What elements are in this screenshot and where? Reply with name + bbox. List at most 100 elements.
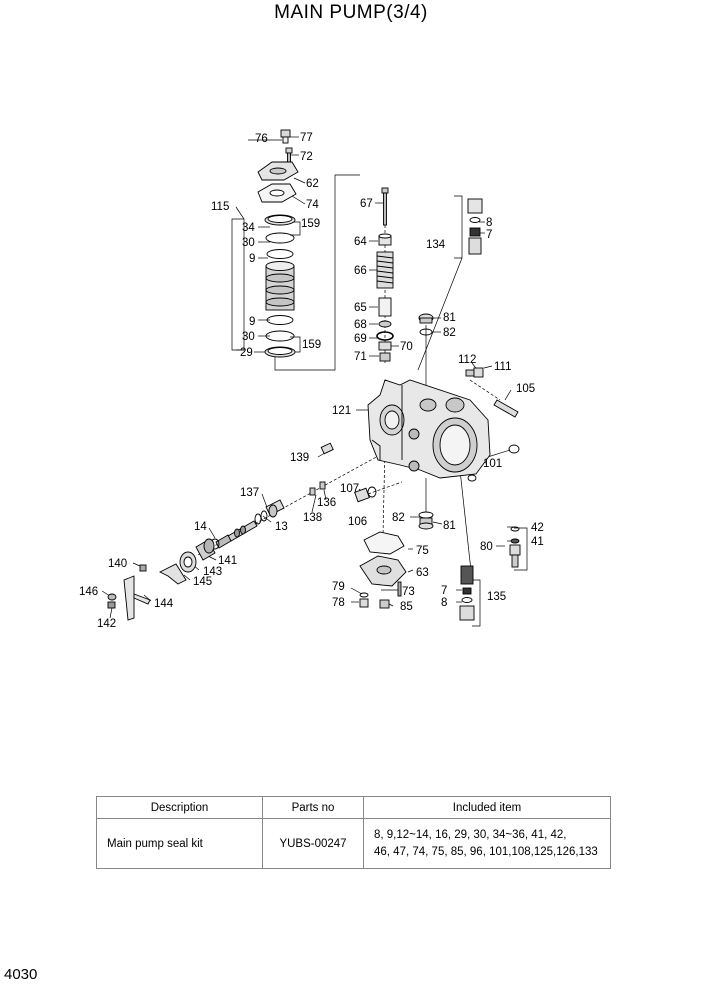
table-row: Main pump seal kit YUBS-00247 8, 9,12~14… (96, 818, 611, 869)
callout-80: 80 (480, 541, 493, 553)
callout-14: 14 (194, 521, 207, 533)
part-9-ring-bottom-icon (266, 315, 294, 325)
part-62-cover-icon (257, 161, 299, 181)
part-138-pin-icon (309, 487, 316, 496)
callout-82-lower: 82 (392, 512, 405, 524)
callout-134: 134 (426, 239, 446, 251)
callout-111: 111 (494, 361, 511, 373)
callout-105: 105 (516, 383, 535, 395)
callout-121: 121 (332, 405, 351, 417)
part-143-gear-icon (179, 551, 197, 573)
part-146-washer-icon (107, 593, 117, 601)
part-29-ring-icon (264, 346, 296, 358)
callout-64: 64 (354, 236, 367, 248)
column-header-parts-no: Parts no (262, 796, 364, 819)
part-145-bracket-icon (158, 563, 187, 585)
part-85-nut-icon (379, 599, 390, 609)
page-title: MAIN PUMP(3/4) (274, 2, 428, 23)
callout-115: 115 (211, 201, 229, 213)
callout-29: 29 (240, 347, 253, 359)
callout-77: 77 (300, 132, 313, 144)
column-header-included-item: Included item (363, 796, 611, 819)
part-81-plug-lower-icon (418, 517, 434, 530)
callout-106: 106 (348, 516, 367, 528)
part-9-ring-top-icon (266, 249, 294, 259)
callout-139: 139 (290, 452, 309, 464)
part-76-plug-icon (280, 129, 291, 144)
callout-34: 34 (242, 222, 255, 234)
callout-63: 63 (416, 567, 429, 579)
cell-parts-no: YUBS-00247 (262, 818, 364, 869)
part-78-plug-icon (359, 598, 369, 608)
part-71-nut-icon (379, 352, 391, 362)
part-81-plug-icon (418, 313, 434, 324)
cell-included-items: 8, 9,12~14, 16, 29, 30, 34~36, 41, 42, 4… (363, 818, 611, 869)
callout-142: 142 (97, 618, 116, 630)
cell-description: Main pump seal kit (96, 818, 263, 869)
part-68-washer-icon (378, 320, 392, 328)
part-66-spring-icon (376, 251, 394, 289)
part-69-oring-icon (376, 331, 394, 341)
part-101-oring-icon (467, 444, 520, 482)
callout-30-top: 30 (242, 237, 255, 249)
callout-79: 79 (332, 581, 345, 593)
part-30-oring-bottom-icon (265, 330, 295, 342)
part-82-oring-icon (419, 328, 433, 336)
part-13-oring-icon (254, 510, 268, 525)
callout-71: 71 (354, 351, 367, 363)
callout-13: 13 (275, 521, 288, 533)
part-34-ring-icon (264, 214, 296, 226)
included-items-line-1: 8, 9,12~14, 16, 29, 30, 34~36, 41, 42, (374, 828, 567, 841)
callout-7-lower: 7 (441, 585, 447, 597)
callout-146: 146 (79, 586, 98, 598)
callout-67: 67 (360, 198, 373, 210)
part-74-gasket-icon (257, 183, 297, 203)
callout-145: 145 (193, 576, 212, 588)
callout-66: 66 (354, 265, 367, 277)
callout-30-bottom: 30 (242, 331, 255, 343)
callout-65: 65 (354, 302, 367, 314)
included-items-line-2: 46, 47, 74, 75, 85, 96, 101,108,125,126,… (374, 845, 598, 858)
callout-101: 101 (483, 458, 502, 470)
callout-7-top: 7 (486, 229, 492, 241)
part-piston-icon (265, 261, 295, 311)
callout-9-top: 9 (249, 253, 255, 265)
callout-42: 42 (531, 522, 544, 534)
part-134-valve-icon (467, 198, 483, 255)
part-73-bolt-icon (397, 581, 402, 597)
callout-76: 76 (255, 133, 268, 145)
column-header-description: Description (96, 796, 263, 819)
part-67-long-bolt-icon (381, 187, 389, 226)
part-121-pump-body-icon (367, 379, 491, 479)
part-80-fitting-icon (509, 526, 521, 568)
callout-8-lower: 8 (441, 597, 447, 609)
part-64-seat-icon (378, 233, 392, 246)
part-135-valve-icon (459, 565, 475, 621)
part-144-plate-icon (123, 575, 151, 621)
part-136-pin-icon (319, 481, 326, 490)
part-139-pin-icon (320, 442, 334, 455)
part-141-coupling-icon (195, 538, 216, 561)
callout-135: 135 (487, 591, 506, 603)
callout-141: 141 (218, 555, 237, 567)
callout-68: 68 (354, 319, 367, 331)
callout-81-lower: 81 (443, 520, 456, 532)
callout-70: 70 (400, 341, 413, 353)
part-142-nut-icon (107, 601, 116, 609)
callout-73: 73 (402, 586, 415, 598)
callout-72: 72 (300, 151, 313, 163)
callout-82-top: 82 (443, 327, 456, 339)
part-82-oring-lower-icon (418, 511, 434, 519)
callout-78: 78 (332, 597, 345, 609)
part-79-washer-icon (359, 592, 369, 598)
seal-kit-table: Description Parts no Included item Main … (96, 796, 611, 869)
callout-81-top: 81 (443, 312, 456, 324)
callout-138: 138 (303, 512, 322, 524)
part-63-cover-icon (359, 555, 407, 587)
part-107-oring-icon (367, 486, 377, 498)
part-140-bolt-icon (139, 564, 147, 572)
callout-75: 75 (416, 545, 429, 557)
callout-85: 85 (400, 601, 413, 613)
page-number: 4030 (4, 966, 38, 983)
part-14-shaft-icon (210, 520, 258, 550)
